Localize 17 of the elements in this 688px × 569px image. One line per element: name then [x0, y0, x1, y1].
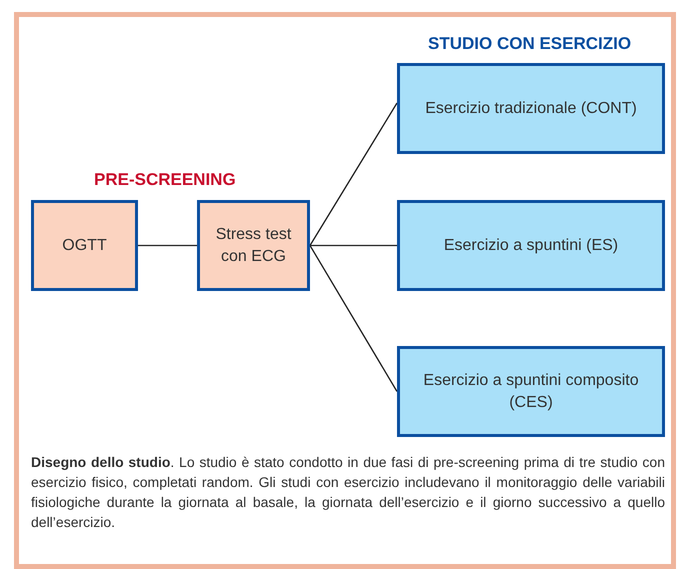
box-text: Stress test con ECG: [214, 224, 292, 266]
box-text: OGTT: [62, 236, 107, 256]
process-box: [31, 200, 138, 291]
section-heading: STUDIO CON ESERCIZIO: [428, 34, 632, 54]
section-heading: PRE-SCREENING: [94, 170, 236, 190]
process-box: [397, 346, 665, 437]
caption-text: Disegno dello studio. Lo studio è stato condotto in due fasi di pre-screening prima di tre studio con esercizio fisico, completati random. Gli studi con esercizio includevano il monitoraggio delle variabili fisiologiche durante la giornata al basale, la giornata dell’esercizio e il giorno successivo a quello dell’esercizio.: [31, 453, 665, 532]
process-box: [397, 200, 665, 291]
process-box: [197, 200, 310, 291]
process-box: [397, 63, 665, 154]
box-text: Esercizio tradizionale (CONT): [425, 98, 637, 119]
box-text: Esercizio a spuntini (ES): [444, 236, 618, 256]
connector-line: [310, 244, 397, 246]
connector-line: [309, 245, 398, 392]
connector-line: [309, 102, 398, 246]
box-text: Esercizio a spuntini composito (CES): [422, 370, 640, 412]
connector-line: [138, 244, 197, 246]
